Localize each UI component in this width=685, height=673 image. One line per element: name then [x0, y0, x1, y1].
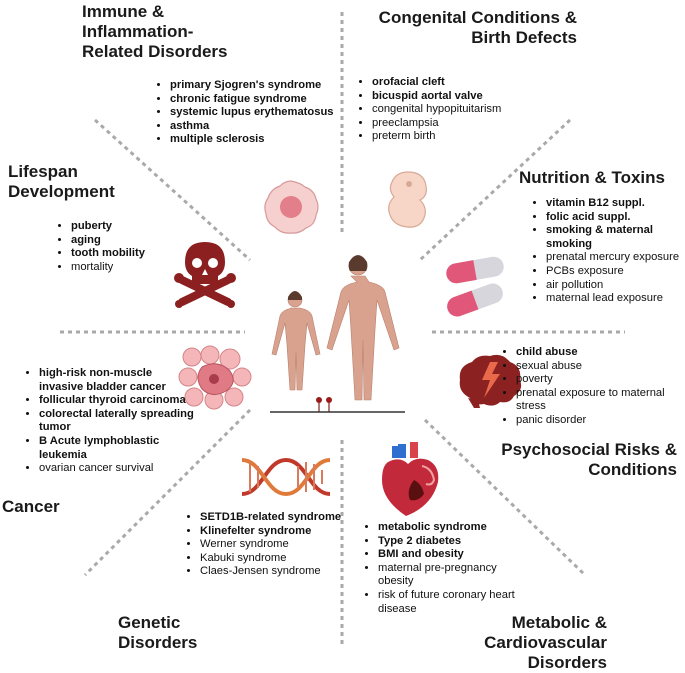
divider-lines	[60, 12, 625, 648]
congenital-item-list: orofacial cleftbicuspid aortal valvecong…	[358, 76, 562, 144]
congenital-section-title: Congenital Conditions & Birth Defects	[378, 8, 577, 47]
immune-item: asthma	[170, 120, 370, 134]
immune-section-title: Immune & Inflammation- Related Disorders	[82, 2, 228, 61]
child-body	[271, 307, 321, 391]
cancer-section-title: Cancer	[2, 497, 60, 516]
immune-cell-icon	[264, 180, 319, 234]
immune-item: primary Sjogren's syndrome	[170, 79, 370, 93]
flower-icons	[316, 397, 332, 412]
metabolic-item: risk of future coronary heart disease	[378, 589, 518, 616]
nutrition-item: maternal lead exposure	[546, 292, 685, 306]
cancer-item: follicular thyroid carcinoma	[39, 394, 194, 408]
cancer-item: B Acute lymphoblastic leukemia	[39, 435, 194, 462]
genetic-item-list: SETD1B-related syndromeKlinefelter syndr…	[186, 511, 360, 579]
heart-icon	[382, 442, 439, 516]
psychosocial-item: poverty	[516, 373, 685, 387]
lifespan-item: tooth mobility	[71, 247, 221, 261]
psychosocial-item-list: child abusesexual abusepovertyprenatal e…	[502, 346, 685, 428]
immune-item: multiple sclerosis	[170, 133, 370, 147]
immune-item-list: primary Sjogren's syndromechronic fatigu…	[156, 79, 370, 147]
cancer-item-list: high-risk non-muscle invasive bladder ca…	[25, 367, 194, 476]
psychosocial-item: sexual abuse	[516, 360, 685, 374]
psychosocial-item: panic disorder	[516, 414, 685, 428]
dna-icon	[241, 457, 331, 497]
nutrition-item: air pollution	[546, 279, 685, 293]
genetic-item: Claes-Jensen syndrome	[200, 565, 360, 579]
immune-item: systemic lupus erythematosus	[170, 106, 370, 120]
genetic-item: Werner syndrome	[200, 538, 360, 552]
pills-icon	[446, 256, 504, 317]
metabolic-item: maternal pre-pregnancy obesity	[378, 562, 518, 589]
genetic-item: Kabuki syndrome	[200, 552, 360, 566]
cancer-item: ovarian cancer survival	[39, 462, 194, 476]
psychosocial-section-title: Psychosocial Risks & Conditions	[501, 440, 677, 479]
metabolic-item: Type 2 diabetes	[378, 535, 518, 549]
nutrition-item: PCBs exposure	[546, 265, 685, 279]
lifespan-item-list: pubertyagingtooth mobilitymortality	[57, 220, 221, 274]
lifespan-item: mortality	[71, 261, 221, 275]
psychosocial-item: prenatal exposure to maternal stress	[516, 387, 685, 414]
metabolic-item: metabolic syndrome	[378, 521, 518, 535]
adult-body	[326, 275, 400, 401]
divider-top-left	[93, 118, 252, 262]
skull-crossbones-icon	[174, 242, 236, 308]
genetic-section-title: Genetic Disorders	[118, 613, 198, 652]
lifespan-item: aging	[71, 234, 221, 248]
nutrition-item-list: vitamin B12 suppl.folic acid suppl.smoki…	[532, 197, 685, 306]
nutrition-item: vitamin B12 suppl.	[546, 197, 685, 211]
congenital-item: preeclampsia	[372, 117, 562, 131]
cancer-tissue-icon	[178, 345, 252, 410]
lifespan-item: puberty	[71, 220, 221, 234]
nutrition-item: smoking & maternal smoking	[546, 224, 685, 251]
brain-lightning-icon	[459, 354, 522, 408]
metabolic-item: BMI and obesity	[378, 548, 518, 562]
nutrition-item: folic acid suppl.	[546, 211, 685, 225]
nutrition-item: prenatal mercury exposure	[546, 251, 685, 265]
metabolic-item-list: metabolic syndromeType 2 diabetesBMI and…	[364, 521, 518, 616]
genetic-item: SETD1B-related syndrome	[200, 511, 360, 525]
genetic-item: Klinefelter syndrome	[200, 525, 360, 539]
lifespan-section-title: Lifespan Development	[8, 162, 115, 201]
divider-bottom-right	[423, 418, 587, 577]
congenital-item: bicuspid aortal valve	[372, 90, 562, 104]
divider-bottom-left	[83, 408, 252, 577]
cancer-item: colorectal laterally spreading tumor	[39, 408, 194, 435]
congenital-item: congenital hypopituitarism	[372, 103, 562, 117]
immune-item: chronic fatigue syndrome	[170, 93, 370, 107]
cancer-item: high-risk non-muscle invasive bladder ca…	[39, 367, 194, 394]
metabolic-section-title: Metabolic & Cardiovascular Disorders	[484, 613, 607, 672]
congenital-item: preterm birth	[372, 130, 562, 144]
fetus-icon	[388, 171, 427, 228]
psychosocial-item: child abuse	[516, 346, 685, 360]
nutrition-section-title: Nutrition & Toxins	[518, 168, 665, 187]
divider-top-right	[418, 118, 572, 262]
human-figures-illustration	[270, 255, 405, 413]
congenital-item: orofacial cleft	[372, 76, 562, 90]
